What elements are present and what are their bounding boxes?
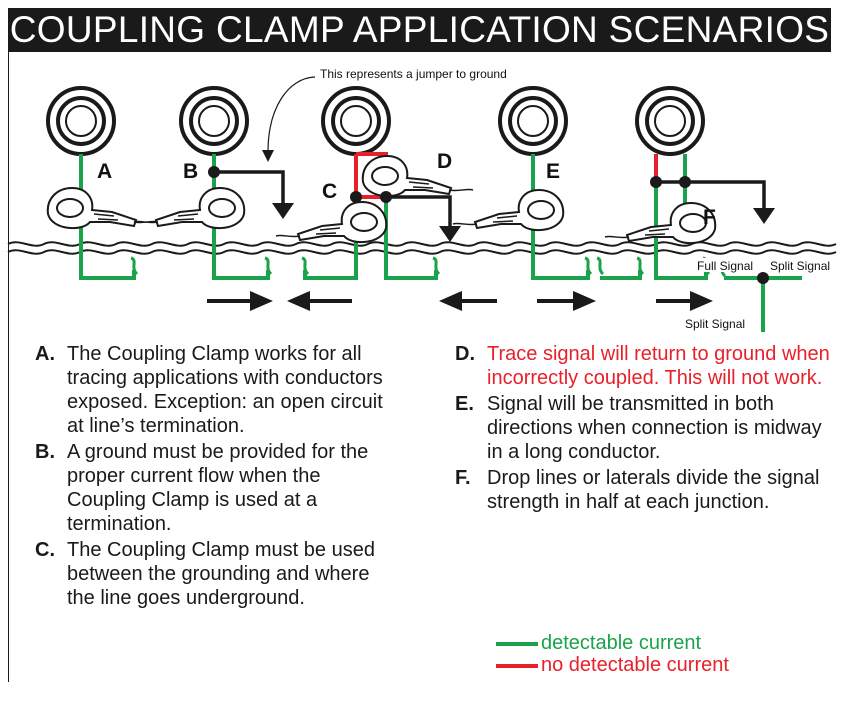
ground-surface-lower (7, 249, 837, 255)
ground-rod-icon (321, 86, 391, 156)
junction-dot (350, 191, 362, 203)
legend-label: detectable current (541, 632, 702, 654)
scenario-label-c: C (322, 180, 337, 203)
note-key-letter: D (455, 343, 470, 365)
green-line-swatch (496, 642, 538, 646)
note-key-sep: . (465, 467, 471, 489)
scenario-label-e: E (546, 160, 560, 183)
notes-left: A. The Coupling Clamp works for all trac… (35, 342, 400, 610)
note-key-letter: B (35, 441, 50, 463)
note-text: Drop lines or laterals divide the signal… (487, 467, 820, 513)
full-signal-label: Full Signal (697, 259, 753, 273)
ground-rod-icon (179, 86, 249, 156)
junction-dot (380, 191, 392, 203)
arrow-right-icon (537, 290, 596, 312)
legend-label: no detectable current (541, 654, 729, 676)
coupling-clamp-icon (275, 201, 388, 244)
ground-rod-icon (635, 86, 705, 156)
arrow-left-icon (287, 290, 352, 312)
note-f: F. Drop lines or laterals divide the sig… (455, 466, 835, 514)
notes-right: D. Trace signal will return to ground wh… (455, 342, 835, 514)
note-key: A. (35, 342, 55, 366)
scenario-label-d: D (437, 150, 452, 173)
frame-border (8, 52, 9, 682)
jumper-to-ground (214, 170, 285, 205)
callout-line (267, 76, 316, 153)
note-key-letter: A (35, 343, 50, 365)
ground-arrowhead (272, 203, 294, 219)
note-key-sep: . (49, 441, 56, 463)
ground-rod-icon (46, 86, 116, 156)
callout-arrowhead (262, 150, 274, 162)
junction-dot (650, 176, 662, 188)
note-text: A ground must be provided for the proper… (67, 441, 369, 535)
note-text: The Coupling Clamp works for all tracing… (67, 343, 383, 437)
label-backing (769, 258, 837, 272)
note-e: E. Signal will be transmitted in both di… (455, 392, 835, 464)
junction-dot (679, 176, 691, 188)
note-key-letter: C (35, 539, 50, 561)
coupling-clamp-icon (452, 189, 565, 232)
scenario-c-d: C D (275, 86, 474, 280)
label-backing (696, 258, 758, 272)
note-key-letter: F (455, 467, 465, 489)
scenario-f: F Full Signal Split Signal Split Signal (604, 86, 837, 332)
arrow-right-icon (656, 290, 713, 312)
note-key-sep: . (49, 539, 56, 561)
jumper-to-ground (656, 180, 766, 210)
note-text: Signal will be transmitted in both direc… (487, 393, 822, 463)
callout-text: This represents a jumper to ground (320, 67, 507, 81)
note-c: C. The Coupling Clamp must be used betwe… (35, 538, 400, 610)
arrow-left-icon (439, 290, 497, 312)
note-key-sep: . (468, 393, 474, 415)
note-key: F. (455, 466, 471, 490)
note-b: B. A ground must be provided for the pro… (35, 440, 400, 536)
note-text: The Coupling Clamp must be used between … (67, 539, 375, 609)
note-key: B. (35, 440, 55, 464)
signal-direction-arrows (207, 290, 713, 312)
scenario-b: B (133, 86, 294, 280)
current-line (384, 197, 438, 280)
jumper-to-ground (386, 195, 452, 228)
note-key-letter: E (455, 393, 469, 415)
scenario-e: E (452, 86, 645, 280)
note-text: Trace signal will return to ground when … (487, 343, 830, 389)
note-key: D. (455, 342, 475, 366)
scenario-label-b: B (183, 160, 198, 183)
split-signal-label: Split Signal (685, 317, 745, 331)
junction-dot (757, 272, 769, 284)
note-key: C. (35, 538, 55, 562)
junction-dot (208, 166, 220, 178)
arrow-right-icon (207, 290, 273, 312)
current-line (600, 270, 642, 280)
red-line-swatch (496, 664, 538, 668)
scenario-label-a: A (97, 160, 112, 183)
scenario-label-f: F (703, 206, 716, 229)
page-title: COUPLING CLAMP APPLICATION SCENARIOS (8, 8, 831, 52)
ground-surface (7, 241, 837, 247)
split-signal-label: Split Signal (770, 259, 830, 273)
ground-arrowhead (753, 208, 775, 224)
ground-arrowhead (439, 226, 461, 242)
scenario-a: A (46, 86, 159, 280)
coupling-clamp-icon (361, 155, 474, 198)
note-key: E. (455, 392, 474, 416)
coupling-clamp-icon (604, 202, 717, 245)
ground-rod-icon (498, 86, 568, 156)
note-key-sep: . (49, 343, 56, 365)
note-d: D. Trace signal will return to ground wh… (455, 342, 835, 390)
coupling-clamp-icon (133, 187, 246, 230)
note-key-sep: . (469, 343, 476, 365)
note-a: A. The Coupling Clamp works for all trac… (35, 342, 400, 438)
scenario-diagram: This represents a jumper to ground A B (7, 67, 837, 332)
